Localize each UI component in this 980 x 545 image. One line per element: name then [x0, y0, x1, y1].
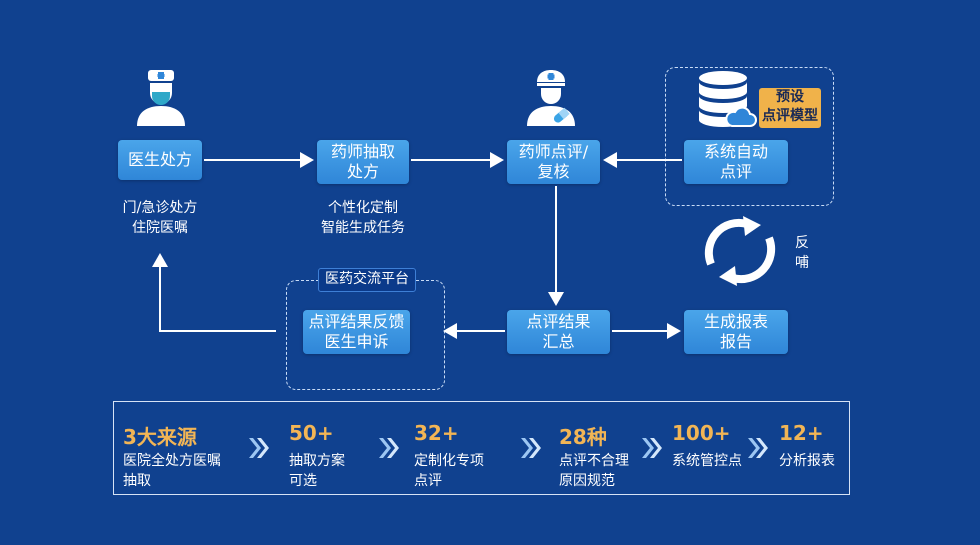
result-summary-line1: 点评结果: [526, 312, 591, 331]
stat-label-reasons-line2: 原因规范: [559, 473, 615, 489]
arrow-appeal-to-doctor: [152, 253, 276, 332]
extract-sub-line2: 智能生成任务: [321, 220, 405, 236]
pharmacist-review-line1: 药师点评/: [518, 142, 589, 161]
exchange-platform-label: 医药交流平台: [318, 268, 416, 292]
chevron-right-icon: [748, 438, 768, 458]
pharmacist-review-line2: 复核: [537, 162, 570, 181]
feedback-appeal-box: 点评结果反馈 医生申诉: [303, 310, 410, 354]
preset-model-line2: 点评模型: [762, 108, 818, 124]
report-line1: 生成报表: [703, 312, 768, 331]
report-line2: 报告: [719, 332, 752, 351]
feedback-cycle-icon: [703, 216, 777, 286]
chevron-right-icon: [379, 438, 399, 458]
database-cloud-icon: [696, 70, 757, 132]
preset-model-tag: 预设 点评模型: [759, 88, 821, 128]
stat-value-reports: 12+: [779, 421, 824, 445]
stat-value-schemes: 50+: [289, 421, 334, 445]
stats-panel: [113, 401, 850, 495]
feedback-caption: 反 哺: [790, 233, 814, 273]
auto-review-line2: 点评: [719, 162, 752, 181]
doctor-sub-line1: 门/急诊处方: [122, 200, 198, 216]
stat-label-sources-line1: 医院全处方医嘱: [123, 453, 221, 469]
stat-value-controls: 100+: [672, 421, 731, 445]
auto-review-box: 系统自动 点评: [684, 140, 788, 184]
pharmacist-extract-line2: 处方: [346, 162, 379, 181]
stat-label-reports-line1: 分析报表: [779, 453, 835, 469]
feedback-line2: 哺: [795, 255, 809, 271]
stat-label-special: 定制化专项 点评: [414, 451, 484, 491]
stat-value-special: 32+: [414, 421, 459, 445]
report-box: 生成报表 报告: [684, 310, 788, 354]
stat-label-reasons-line1: 点评不合理: [559, 453, 629, 469]
stat-label-special-line2: 点评: [414, 473, 442, 489]
stat-label-schemes: 抽取方案 可选: [289, 451, 345, 491]
auto-review-line1: 系统自动: [703, 142, 768, 161]
stat-label-reasons: 点评不合理 原因规范: [559, 451, 629, 491]
pharmacist-icon: [523, 68, 579, 128]
doctor-prescription-label: 医生处方: [127, 150, 192, 169]
pharmacist-extract-box: 药师抽取 处方: [317, 140, 409, 184]
stat-label-controls-line1: 系统管控点: [672, 453, 742, 469]
exchange-platform-text: 医药交流平台: [325, 271, 409, 287]
stat-label-sources: 医院全处方医嘱 抽取: [123, 451, 221, 491]
pharmacist-review-box: 药师点评/ 复核: [507, 140, 600, 184]
chevron-right-icon: [642, 438, 662, 458]
result-summary-box: 点评结果 汇总: [507, 310, 610, 354]
stat-label-schemes-line1: 抽取方案: [289, 453, 345, 469]
stat-label-special-line1: 定制化专项: [414, 453, 484, 469]
doctor-prescription-box: 医生处方: [118, 140, 202, 180]
feedback-appeal-line2: 医生申诉: [324, 332, 389, 351]
extract-caption: 个性化定制 智能生成任务: [303, 198, 423, 238]
stat-value-sources: 3大来源: [123, 425, 197, 449]
stat-label-schemes-line2: 可选: [289, 473, 317, 489]
doctor-sources-caption: 门/急诊处方 住院医嘱: [100, 198, 220, 238]
stat-label-sources-line2: 抽取: [123, 473, 151, 489]
chevron-right-icon: [249, 438, 269, 458]
doctor-sub-line2: 住院医嘱: [132, 220, 188, 236]
stat-label-controls: 系统管控点: [672, 451, 742, 471]
feedback-appeal-line1: 点评结果反馈: [308, 312, 405, 331]
feedback-line1: 反: [795, 235, 809, 251]
stat-value-reasons: 28种: [559, 425, 607, 449]
doctor-icon: [133, 68, 189, 128]
chevron-right-icon: [521, 438, 541, 458]
extract-sub-line1: 个性化定制: [328, 200, 398, 216]
stat-label-reports: 分析报表: [779, 451, 835, 471]
pharmacist-extract-line1: 药师抽取: [330, 142, 395, 161]
auto-review-region: [665, 67, 834, 206]
result-summary-line2: 汇总: [542, 332, 575, 351]
preset-model-line1: 预设: [776, 89, 804, 105]
